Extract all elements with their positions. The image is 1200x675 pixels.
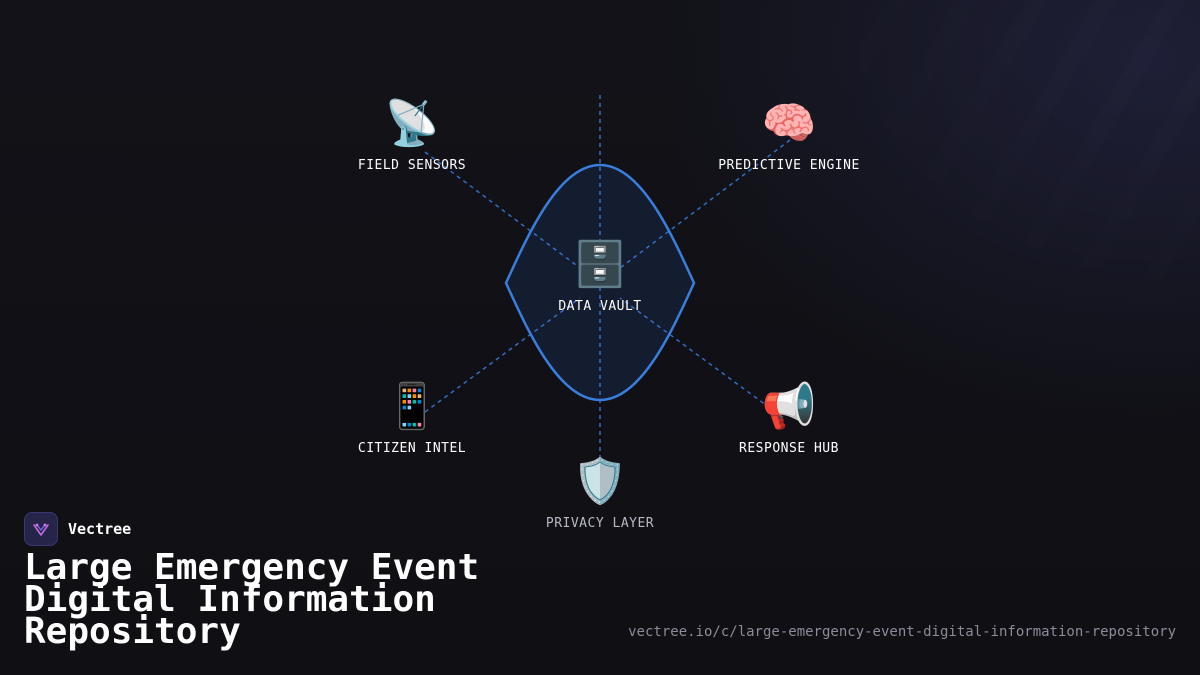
node-predictive-engine: 🧠 PREDICTIVE ENGINE bbox=[689, 96, 889, 173]
node-label: PREDICTIVE ENGINE bbox=[718, 158, 860, 173]
page-title: Large Emergency Event Digital Informatio… bbox=[24, 547, 480, 652]
connector-field-sensors bbox=[424, 151, 581, 269]
node-privacy-layer: 🛡️ PRIVACY LAYER bbox=[500, 454, 700, 531]
node-field-sensors: 📡 FIELD SENSORS bbox=[312, 96, 512, 173]
megaphone-icon: 📢 bbox=[761, 381, 817, 432]
connector-predictive-engine bbox=[619, 139, 791, 269]
page-url[interactable]: vectree.io/c/large-emergency-event-digit… bbox=[628, 624, 1176, 640]
connector-citizen-intel bbox=[424, 297, 581, 413]
brand[interactable]: Vectree bbox=[24, 512, 131, 546]
node-label: CITIZEN INTEL bbox=[357, 441, 467, 456]
background-rays bbox=[680, 0, 1200, 420]
node-label: RESPONSE HUB bbox=[739, 441, 839, 456]
vectree-logo-icon bbox=[24, 512, 58, 546]
node-label: DATA VAULT bbox=[558, 299, 642, 314]
node-label: FIELD SENSORS bbox=[357, 158, 467, 173]
mobile-phone-icon: 📱 bbox=[384, 381, 440, 432]
brand-name: Vectree bbox=[68, 520, 132, 538]
node-label: PRIVACY LAYER bbox=[545, 516, 655, 531]
node-response-hub: 📢 RESPONSE HUB bbox=[689, 379, 889, 456]
satellite-dish-icon: 📡 bbox=[384, 98, 440, 149]
file-cabinet-icon: 🗄️ bbox=[572, 239, 628, 290]
connector-response-hub bbox=[619, 297, 771, 409]
shield-icon: 🛡️ bbox=[572, 456, 628, 507]
brain-icon: 🧠 bbox=[761, 98, 817, 149]
node-data-vault: 🗄️ DATA VAULT bbox=[500, 237, 700, 314]
node-citizen-intel: 📱 CITIZEN INTEL bbox=[312, 379, 512, 456]
